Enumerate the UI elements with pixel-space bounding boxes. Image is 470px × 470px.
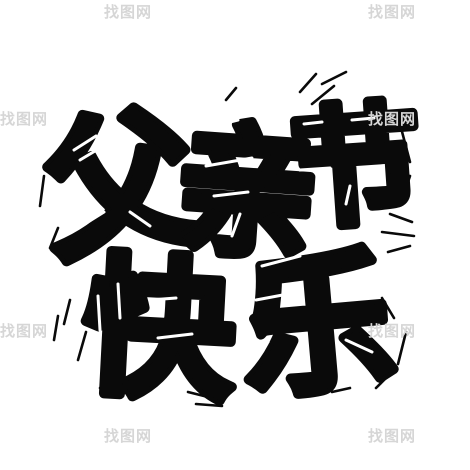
watermark: 找图网 [368,110,417,128]
motion-lines [38,70,416,408]
watermark: 找图网 [368,322,417,340]
headline-char-qin: 亲 [171,108,322,280]
watermark: 找图网 [368,3,417,21]
watermark: 找图网 [368,427,417,445]
watermark: 找图网 [0,110,49,128]
headline-char-kuai: 快 [80,240,240,422]
watermark: 找图网 [104,427,153,445]
watermark: 找图网 [0,322,49,340]
highlight-strokes [60,116,376,372]
watermark: 找图网 [104,3,153,21]
